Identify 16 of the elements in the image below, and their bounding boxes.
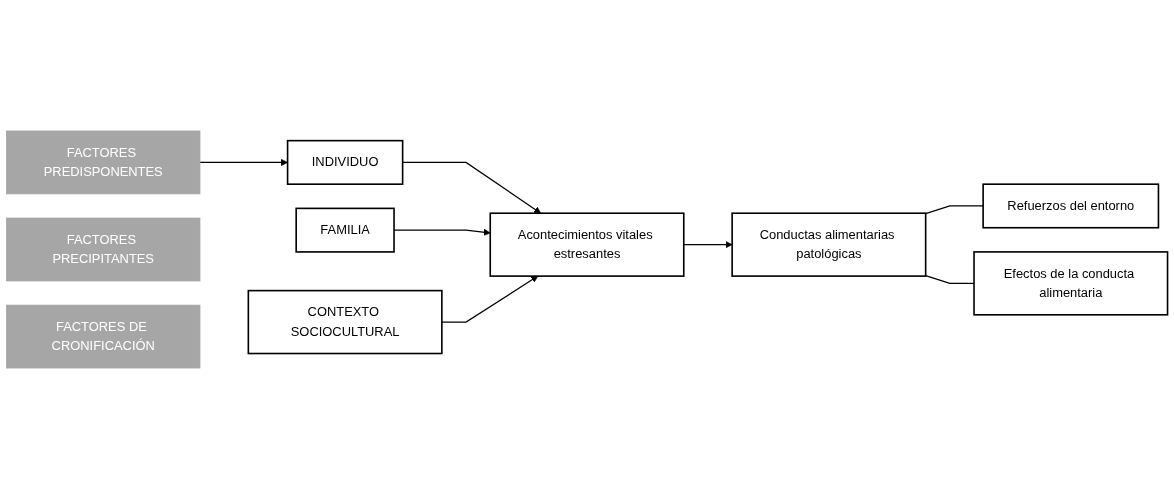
node-box: Acontecimientos vitales estresantes — [489, 212, 685, 277]
node-box: INDIVIDUO — [286, 139, 404, 185]
node-box: FACTORES DE CRONIFICACIÓN — [6, 304, 201, 369]
node-box: FACTORES PRECIPITANTES — [6, 217, 201, 282]
node-box: Conductas alimentarias patológicas — [731, 212, 927, 277]
arrow — [402, 161, 542, 214]
connector — [925, 205, 984, 215]
arrow — [683, 241, 733, 249]
node-box: Efectos de la conducta alimentaria — [973, 251, 1169, 316]
node-box: FACTORES PREDISPONENTES — [6, 130, 201, 195]
node-box: FAMILIA — [295, 207, 395, 253]
arrow — [441, 275, 539, 323]
node-box: CONTEXTO SOCIOCULTURAL — [247, 289, 443, 355]
arrow — [199, 158, 288, 166]
node-box: Refuerzos del entorno — [982, 183, 1160, 229]
connector — [925, 275, 975, 284]
